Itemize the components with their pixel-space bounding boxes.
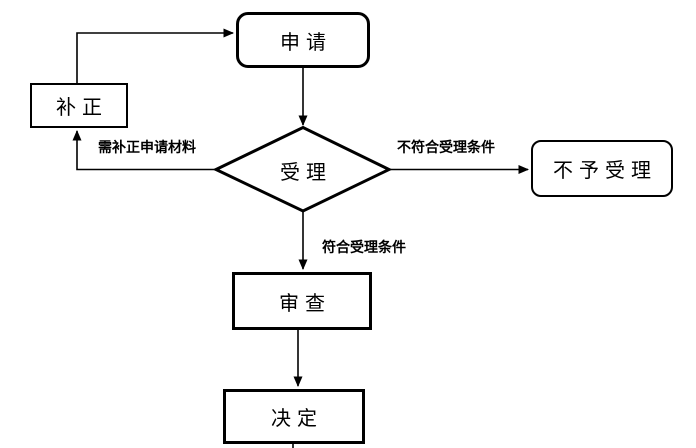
edge-label-not-meet-condition: 不符合受理条件 [397,139,495,155]
node-decision-label: 决定 [271,408,323,430]
accept-diamond-shape [212,125,393,213]
node-apply-label: 申请 [280,31,332,54]
edge-correction-to-apply [76,28,234,83]
node-apply: 申请 [236,12,370,68]
node-correction: 补正 [30,83,128,128]
node-review: 审查 [232,272,372,330]
edge-accept-to-correction [72,130,216,171]
edge-label-meet-condition: 符合受理条件 [322,239,406,255]
node-correction-label: 补正 [56,97,108,119]
node-decision: 决定 [223,389,365,444]
node-reject-label: 不予受理 [553,160,657,182]
node-review-label: 审查 [279,292,331,315]
node-reject: 不予受理 [531,140,673,197]
edge-label-need-correction: 需补正申请材料 [98,139,196,155]
node-accept: 受理 [216,150,390,190]
node-accept-label: 受理 [280,161,332,184]
